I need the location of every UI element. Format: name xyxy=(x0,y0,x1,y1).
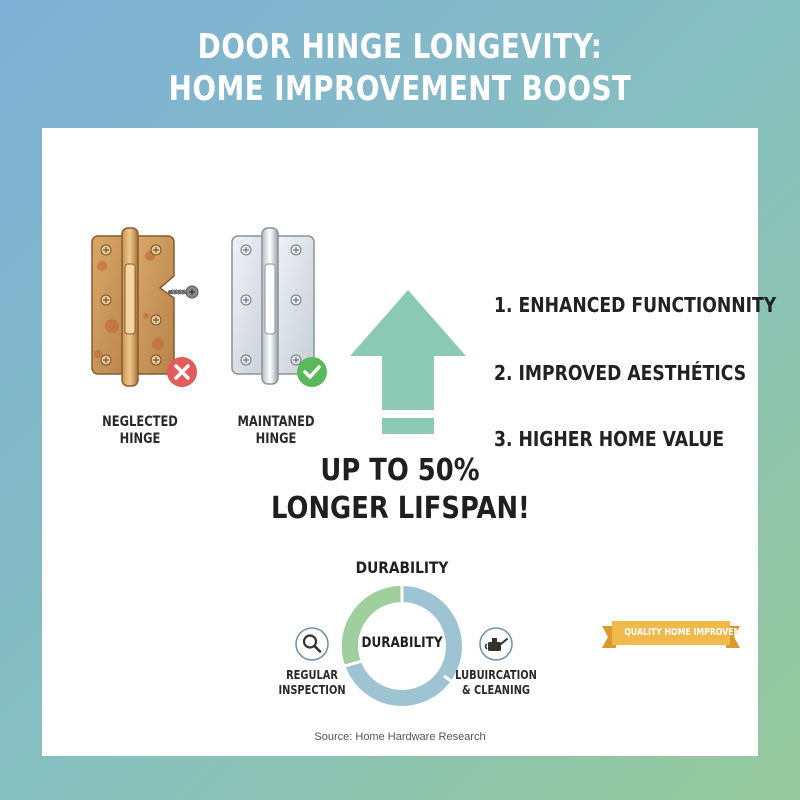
up-arrow-icon xyxy=(350,290,466,434)
regular-inspection-label-line-1: REGULAR xyxy=(286,668,338,682)
neglected-hinge-label: NEGLECTED HINGE xyxy=(74,414,205,448)
regular-inspection-label: REGULAR INSPECTION xyxy=(263,668,361,698)
quality-ribbon-badge xyxy=(602,621,740,648)
lifespan-headline: UP TO 50% LONGER LIFSPAN! xyxy=(271,452,530,528)
benefit-item-2: 2. IMPROVED AESTHÉTICS xyxy=(494,361,747,385)
infographic-card: NEGLECTED HINGE MAINTANED HINGE 1. ENHAN… xyxy=(42,128,776,756)
durability-donut xyxy=(341,585,462,706)
neglected-hinge-illustration xyxy=(91,227,199,387)
page-title: DOOR HINGE LONGEVITY: HOME IMPROVEMENT B… xyxy=(72,26,728,110)
neglected-hinge-label-line-2: HINGE xyxy=(119,431,161,447)
quality-ribbon-text: QUALITY HOME IMPROVEMENT xyxy=(624,627,759,638)
check-circle-icon xyxy=(297,357,327,387)
durability-center-label: DURABILITY xyxy=(361,635,443,651)
neglected-hinge-label-line-1: NEGLECTED xyxy=(102,414,178,430)
maintained-hinge-label-line-2: HINGE xyxy=(255,431,297,447)
regular-inspection-label-line-2: INSPECTION xyxy=(278,683,346,697)
benefit-item-1: 1. ENHANCED FUNCTIONNITY xyxy=(494,293,777,317)
maintained-hinge-label-line-1: MAINTANED xyxy=(237,414,315,430)
maintained-hinge-illustration xyxy=(231,227,315,385)
lifespan-headline-line-1: UP TO 50% xyxy=(320,453,480,488)
oil-can-icon xyxy=(479,627,513,661)
x-circle-icon xyxy=(167,357,197,387)
lubrication-cleaning-label: LUBUIRCATION & CLEANING xyxy=(447,668,545,698)
benefit-item-3: 3. HIGHER HOME VALUE xyxy=(494,427,725,451)
source-note: Source: Home Hardware Research xyxy=(314,731,486,743)
durability-title: DURABILITY xyxy=(355,558,449,577)
lubrication-cleaning-label-line-2: & CLEANING xyxy=(461,683,531,697)
lubrication-cleaning-label-line-1: LUBUIRCATION xyxy=(455,668,537,682)
maintained-hinge-label: MAINTANED HINGE xyxy=(210,414,341,448)
magnifier-icon xyxy=(295,627,329,661)
lifespan-headline-line-2: LONGER LIFSPAN! xyxy=(271,491,530,526)
page-title-line-1: DOOR HINGE LONGEVITY: xyxy=(197,27,603,67)
loose-screw-icon xyxy=(168,285,199,299)
page-title-line-2: HOME IMPROVEMENT BOOST xyxy=(168,69,632,109)
